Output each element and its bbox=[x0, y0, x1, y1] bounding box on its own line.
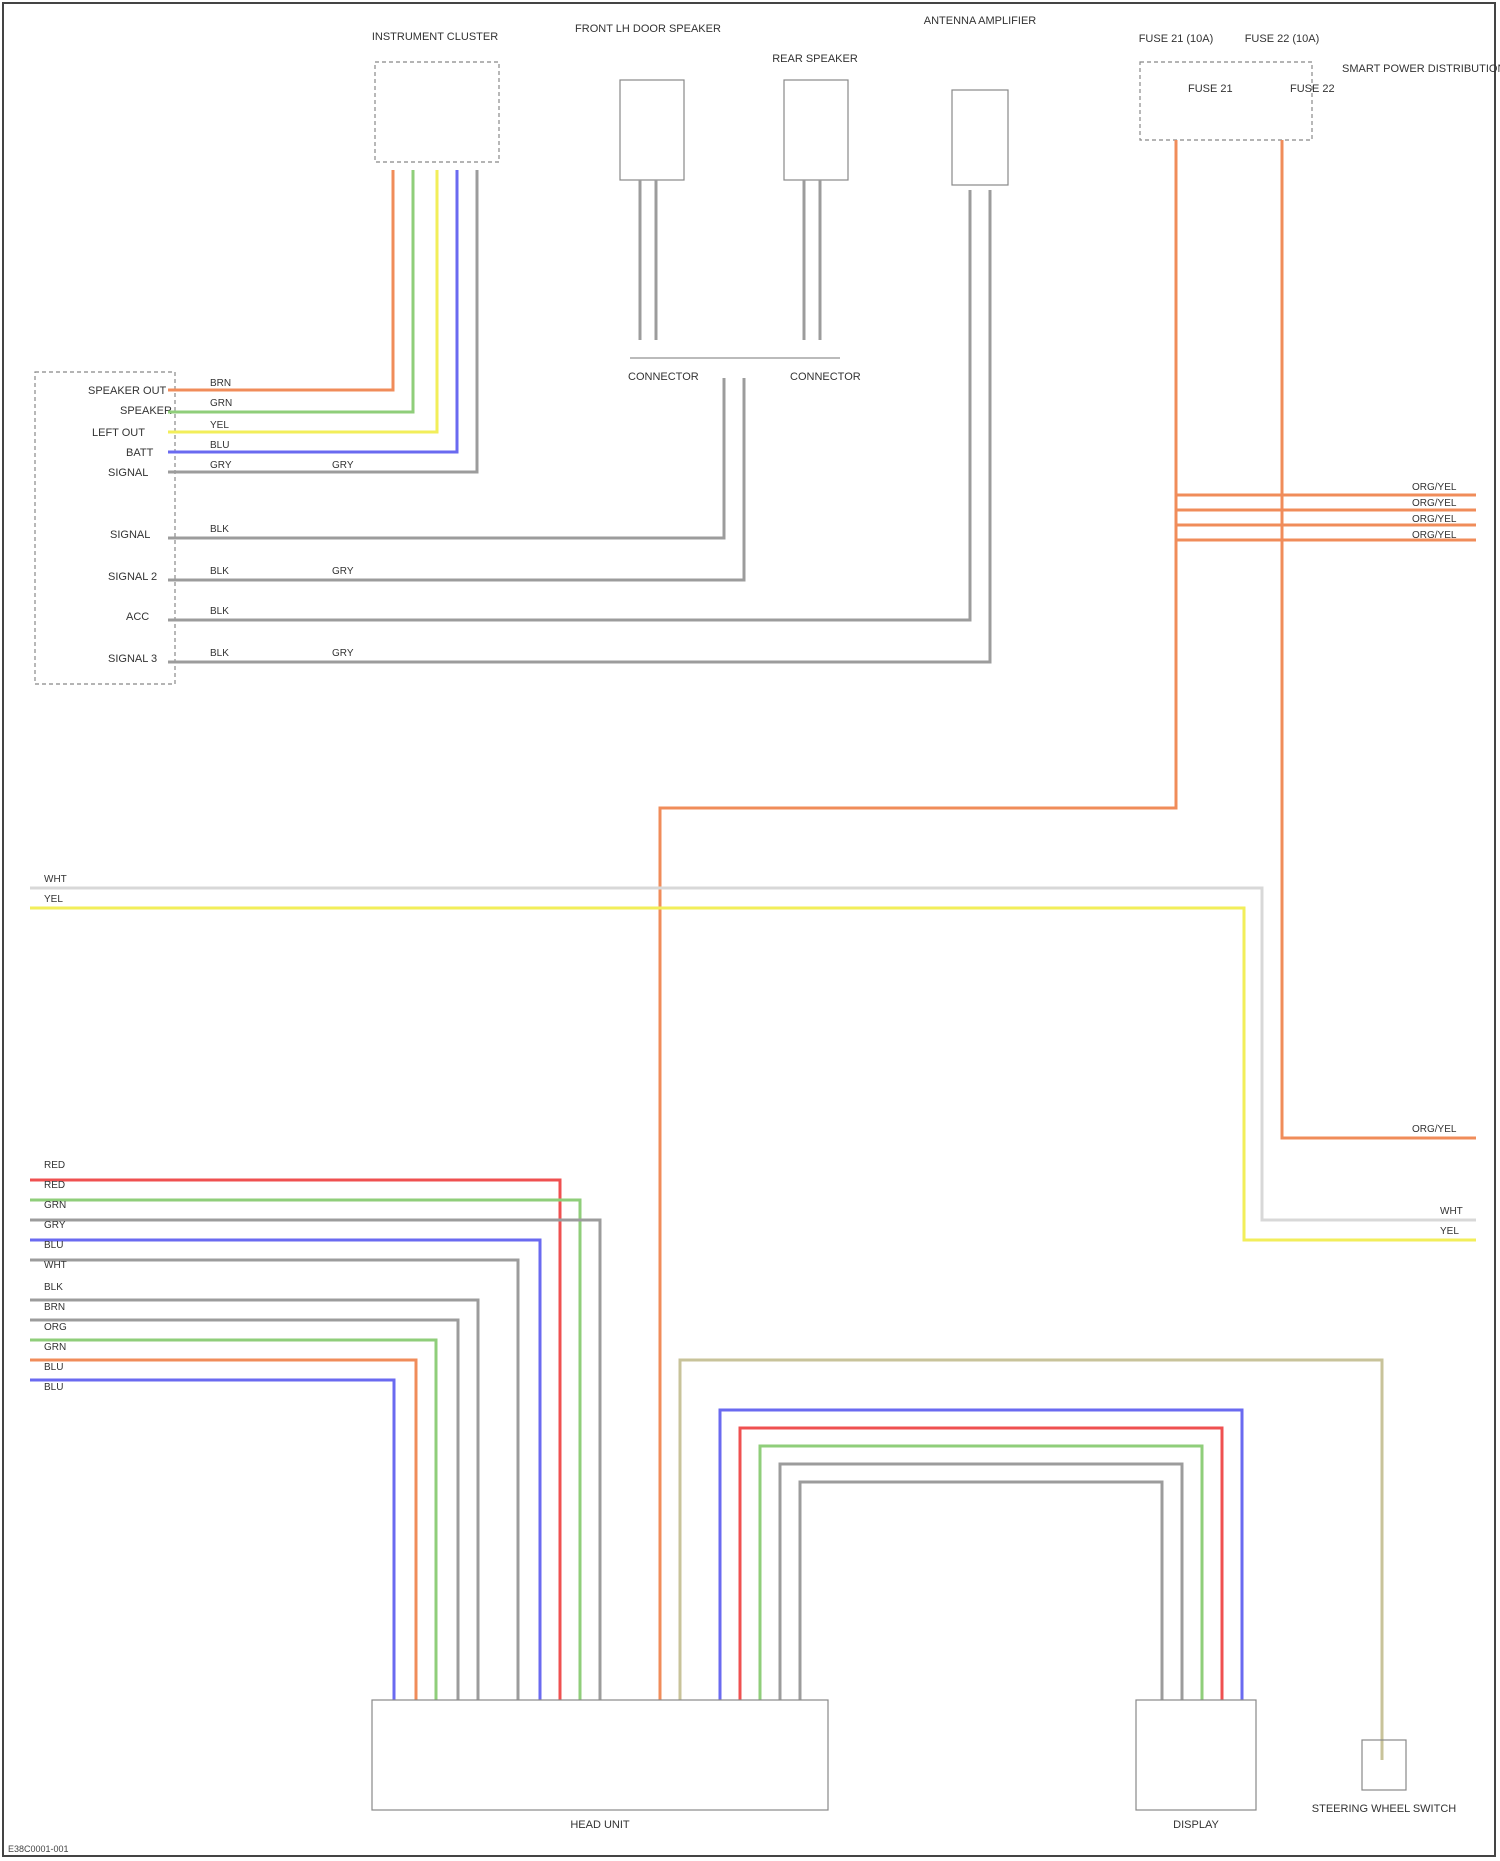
instrument-cluster-label: INSTRUMENT CLUSTER bbox=[372, 31, 498, 43]
left-module-box bbox=[35, 372, 175, 684]
steering-switch-label: STEERING WHEEL SWITCH bbox=[1312, 1803, 1456, 1815]
right-code-3: ORG/YEL bbox=[1412, 514, 1457, 525]
fuse-22-inner: FUSE 22 bbox=[1290, 83, 1335, 95]
fuse-box bbox=[1140, 62, 1312, 140]
wire-code-mid-3: BLK bbox=[210, 606, 229, 617]
bl-code-10: GRN bbox=[44, 1342, 66, 1353]
right-code-2: ORG/YEL bbox=[1412, 498, 1457, 509]
bl-code-6: WHT bbox=[44, 1260, 67, 1271]
bl-code-8: BRN bbox=[44, 1302, 65, 1313]
fuse-box-label: SMART POWER DISTRIBUTION BOX bbox=[1342, 63, 1500, 75]
harness-red-1 bbox=[30, 1180, 560, 1700]
wire-code-mid2-2: GRY bbox=[332, 648, 354, 659]
wire-signal bbox=[168, 378, 724, 538]
head-unit-box bbox=[372, 1700, 828, 1810]
rear-speaker-label: REAR SPEAKER bbox=[772, 53, 858, 65]
harness-orange-1 bbox=[30, 1360, 416, 1700]
right-bottom-code-3: YEL bbox=[1440, 1226, 1459, 1237]
pin-label-6: SIGNAL bbox=[110, 529, 150, 541]
wire-code-mid-1: BLK bbox=[210, 524, 229, 535]
bus-label-white: WHT bbox=[44, 874, 67, 885]
harness-blue-2 bbox=[30, 1380, 394, 1700]
bl-code-12: BLU bbox=[44, 1382, 63, 1393]
footer-code: E38C0001-001 bbox=[8, 1844, 69, 1854]
rear-speaker-box bbox=[784, 80, 848, 180]
wire-code-mid-4: BLK bbox=[210, 648, 229, 659]
pin-label-4: BATT bbox=[126, 447, 154, 459]
bridge-gray-1 bbox=[780, 1464, 1182, 1700]
antenna-amp-box bbox=[952, 90, 1008, 185]
wire-orange-1 bbox=[168, 170, 393, 390]
bus-white bbox=[30, 888, 1476, 1220]
instrument-cluster-box bbox=[375, 62, 499, 162]
right-bottom-code-2: WHT bbox=[1440, 1206, 1463, 1217]
front-speaker-box bbox=[620, 80, 684, 180]
fuse-22-label: FUSE 22 (10A) bbox=[1245, 33, 1320, 45]
wire-code-6: GRY bbox=[332, 460, 354, 471]
bridge-red bbox=[740, 1428, 1222, 1700]
bl-code-2: RED bbox=[44, 1180, 65, 1191]
pin-label-2: SPEAKER bbox=[120, 405, 172, 417]
harness-gray-2 bbox=[30, 1260, 518, 1700]
harness-green-2 bbox=[30, 1340, 436, 1700]
bl-code-9: ORG bbox=[44, 1322, 67, 1333]
connector-label-2: CONNECTOR bbox=[790, 371, 861, 383]
fuse-21-inner: FUSE 21 bbox=[1188, 83, 1233, 95]
fuse-21-label: FUSE 21 (10A) bbox=[1139, 33, 1214, 45]
bl-code-1: RED bbox=[44, 1160, 65, 1171]
wire-code-mid-2: BLK bbox=[210, 566, 229, 577]
harness-blue-1 bbox=[30, 1240, 540, 1700]
head-unit-label: HEAD UNIT bbox=[570, 1819, 630, 1831]
wire-code-2: GRN bbox=[210, 398, 232, 409]
wire-acc bbox=[168, 190, 970, 620]
wire-code-mid2-1: GRY bbox=[332, 566, 354, 577]
wire-code-1: BRN bbox=[210, 378, 231, 389]
pin-label-9: SIGNAL 3 bbox=[108, 653, 157, 665]
wire-signal-3 bbox=[168, 190, 990, 662]
bridge-green bbox=[760, 1446, 1202, 1700]
wire-code-4: BLU bbox=[210, 440, 229, 451]
harness-gray-1 bbox=[30, 1220, 600, 1700]
wire-power-main bbox=[660, 140, 1176, 1700]
wire-yellow-1 bbox=[168, 170, 437, 432]
bridge-blue bbox=[720, 1410, 1242, 1700]
bus-yellow bbox=[30, 908, 1476, 1240]
bl-code-5: BLU bbox=[44, 1240, 63, 1251]
wire-power-right bbox=[1282, 140, 1476, 1138]
display-box bbox=[1136, 1700, 1256, 1810]
right-bottom-code-1: ORG/YEL bbox=[1412, 1124, 1457, 1135]
bl-code-4: GRY bbox=[44, 1220, 66, 1231]
pin-label-3: LEFT OUT bbox=[92, 427, 145, 439]
wire-code-3: YEL bbox=[210, 420, 229, 431]
connector-label-1: CONNECTOR bbox=[628, 371, 699, 383]
bridge-gray-2 bbox=[800, 1482, 1162, 1700]
display-label: DISPLAY bbox=[1173, 1819, 1219, 1831]
bl-code-11: BLU bbox=[44, 1362, 63, 1373]
pin-label-1: SPEAKER OUT bbox=[88, 385, 167, 397]
bl-code-7: BLK bbox=[44, 1282, 63, 1293]
bl-code-3: GRN bbox=[44, 1200, 66, 1211]
antenna-amplifier-label: ANTENNA AMPLIFIER bbox=[924, 15, 1037, 27]
wire-code-5: GRY bbox=[210, 460, 232, 471]
front-lh-door-speaker-label: FRONT LH DOOR SPEAKER bbox=[575, 23, 721, 35]
right-code-4: ORG/YEL bbox=[1412, 530, 1457, 541]
harness-green-1 bbox=[30, 1200, 580, 1700]
pin-label-8: ACC bbox=[126, 611, 149, 623]
right-code-1: ORG/YEL bbox=[1412, 482, 1457, 493]
pin-label-7: SIGNAL 2 bbox=[108, 571, 157, 583]
steering-switch-box bbox=[1362, 1740, 1406, 1790]
wire-green-1 bbox=[168, 170, 413, 412]
pin-label-5: SIGNAL bbox=[108, 467, 148, 479]
bus-label-yellow: YEL bbox=[44, 894, 63, 905]
